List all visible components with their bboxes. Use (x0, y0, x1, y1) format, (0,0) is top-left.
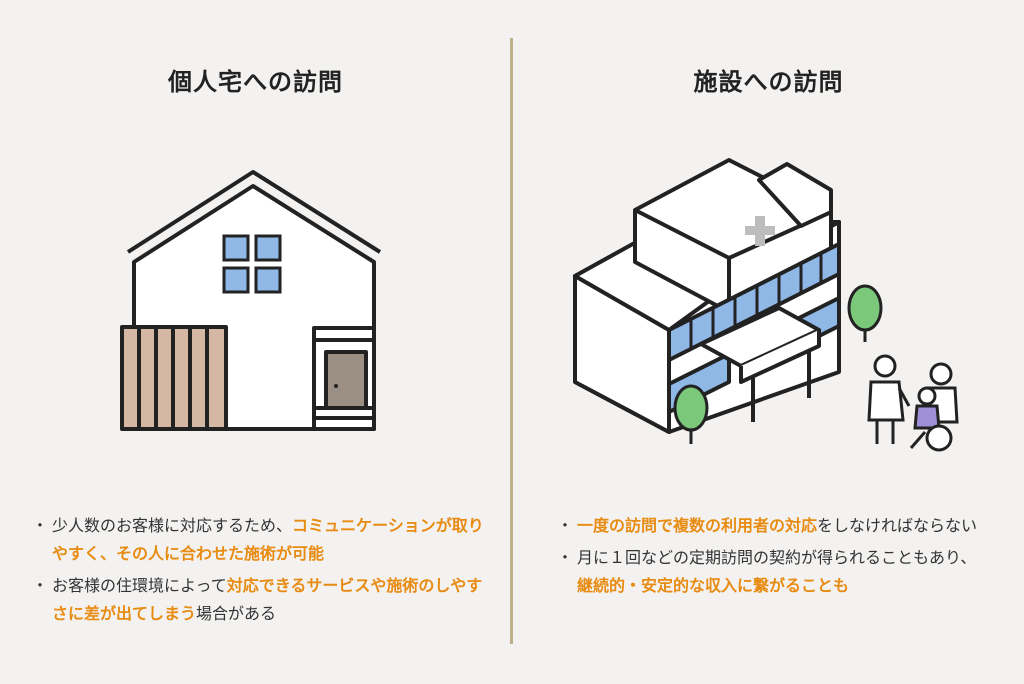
panel-title-facility: 施設への訪問 (693, 68, 844, 96)
hospital-building-icon (573, 158, 959, 452)
bullet-item: 一度の訪問で複数の利用者の対応をしなければならない (557, 512, 983, 540)
bullet-text: 場合がある (196, 604, 277, 623)
wheelchair-icon (909, 386, 953, 452)
bullet-list-facility: 一度の訪問で複数の利用者の対応をしなければならない 月に１回などの定期訪問の契約… (557, 512, 983, 604)
panel-home-visit: 個人宅への訪問 (0, 0, 511, 684)
bullet-text: 月に１回などの定期訪問の契約が得られることもあり、 (577, 548, 977, 567)
house-icon (120, 170, 382, 431)
bullet-highlight: 対応できるサービスや施術のしやすさに差が出てしまう (52, 576, 483, 623)
cross-icon (745, 216, 775, 246)
bullet-highlight: 継続的・安定的な収入に繋がることも (577, 576, 850, 595)
bullet-highlight: コミュニケーションが取りやすく、その人に合わせた施術が可能 (52, 516, 484, 563)
tree-icon (847, 284, 883, 342)
bullet-highlight: 一度の訪問で複数の利用者の対応 (577, 516, 818, 535)
bullet-text: お客様の住環境によって (52, 576, 227, 595)
nurse-icon (867, 354, 911, 444)
center-divider (510, 38, 513, 644)
bullet-list-home: 少人数のお客様に対応するため、コミュニケーションが取りやすく、その人に合わせた施… (32, 512, 498, 632)
bullet-item: お客様の住環境によって対応できるサービスや施術のしやすさに差が出てしまう場合があ… (32, 572, 498, 628)
bullet-text: 少人数のお客様に対応するため、 (52, 516, 293, 535)
bullet-text: をしなければならない (817, 516, 978, 535)
bullet-item: 少人数のお客様に対応するため、コミュニケーションが取りやすく、その人に合わせた施… (32, 512, 498, 568)
panel-title-home: 個人宅への訪問 (168, 68, 343, 96)
bullet-item: 月に１回などの定期訪問の契約が得られることもあり、継続的・安定的な収入に繋がるこ… (557, 544, 983, 600)
tree-icon (673, 384, 709, 444)
panel-facility-visit: 施設への訪問 (513, 0, 1024, 684)
